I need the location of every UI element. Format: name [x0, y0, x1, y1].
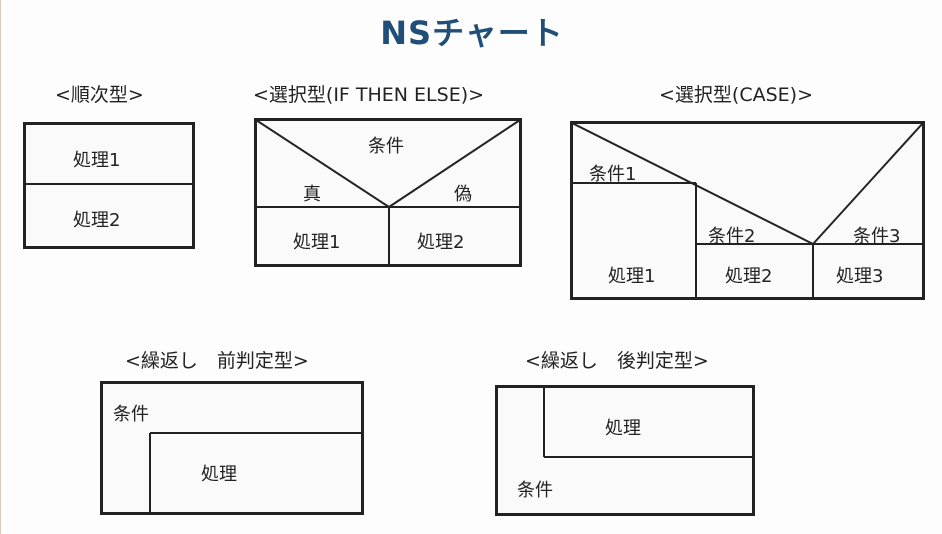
if-condition-label: 条件 — [368, 136, 404, 157]
pre-test-body-label: 処理 — [201, 464, 237, 485]
if-diagonal-left — [255, 119, 390, 208]
case-step3-label: 処理3 — [836, 266, 884, 287]
if-step2-label: 処理2 — [417, 232, 465, 253]
pre-test-condition-label: 条件 — [113, 404, 149, 425]
sequential-step1-label: 処理1 — [73, 150, 121, 171]
pre-test-loop-caption: <繰返し 前判定型> — [125, 350, 309, 372]
sequential-diagram — [23, 122, 195, 249]
pre-test-loop-diagram — [100, 381, 364, 515]
post-test-loop-caption: <繰返し 後判定型> — [525, 350, 709, 372]
if-then-else-caption: <選択型(IF THEN ELSE)> — [253, 84, 485, 106]
case-step1-label: 処理1 — [608, 266, 656, 287]
if-diagonal-right — [388, 119, 521, 208]
case-cond2-label: 条件2 — [708, 226, 756, 247]
case-caption: <選択型(CASE)> — [659, 84, 813, 106]
post-test-loop-diagram — [495, 385, 755, 516]
post-test-condition-label: 条件 — [517, 480, 553, 501]
case-cond1-label: 条件1 — [589, 164, 637, 185]
if-step1-label: 処理1 — [293, 232, 341, 253]
case-step2-label: 処理2 — [725, 266, 773, 287]
page-title: NSチャート — [380, 14, 564, 52]
sequential-step2-label: 処理2 — [73, 210, 121, 231]
case-diagonal-right — [812, 122, 924, 245]
if-false-label: 偽 — [454, 184, 472, 205]
case-cond3-label: 条件3 — [853, 226, 901, 247]
post-test-body-label: 処理 — [605, 418, 641, 439]
sequential-caption: <順次型> — [55, 84, 144, 106]
if-true-label: 真 — [303, 184, 321, 205]
